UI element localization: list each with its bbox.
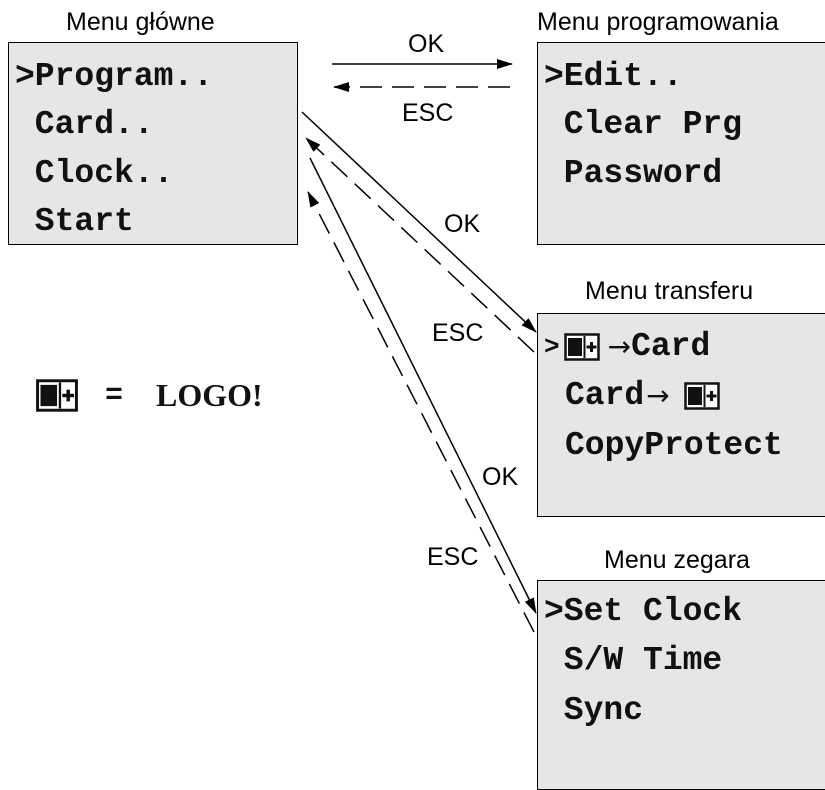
logo-module-icon (36, 379, 78, 412)
clock-menu-item-sync: Sync (544, 692, 644, 729)
transfer-menu-title: Menu transferu (585, 277, 754, 305)
main-menu-item-program: >Program.. (15, 58, 214, 95)
esc-arrow-transfer (305, 137, 535, 353)
transfer-card-label: Card (565, 377, 645, 414)
selection-cursor: > (544, 331, 560, 362)
main-menu-item-start: Start (15, 203, 134, 240)
transfer-card-label: Card (631, 328, 711, 365)
clock-menu-item-set-clock: >Set Clock (544, 593, 743, 630)
transfer-menu-panel: > → Card Card → CopyProtect (537, 313, 825, 517)
ok-arrow-transfer (301, 111, 537, 333)
clock-menu-item-sw-time: S/W Time (544, 642, 723, 679)
logo-module-icon (683, 381, 720, 410)
right-arrow-icon: → (646, 378, 670, 412)
ok-label-program: OK (408, 30, 445, 58)
main-menu-item-card: Card.. (15, 106, 154, 143)
esc-label-program: ESC (402, 99, 454, 127)
transfer-menu-item-card-to-logo: Card → (565, 379, 720, 412)
clock-menu-panel: >Set Clock S/W Time Sync (537, 580, 825, 790)
transfer-menu-item-logo-to-card: > → Card (544, 330, 710, 363)
program-menu-item-password: Password (544, 155, 723, 192)
clock-menu-title: Menu zegara (604, 546, 750, 574)
ok-label-clock: OK (482, 463, 519, 491)
program-menu-item-clear-prg: Clear Prg (544, 106, 743, 143)
main-menu-panel: >Program.. Card.. Clock.. Start (8, 42, 298, 245)
legend-logo-label: LOGO! (156, 377, 263, 413)
esc-label-clock: ESC (427, 543, 479, 571)
esc-arrow-clock (307, 191, 535, 633)
esc-label-transfer: ESC (432, 319, 484, 347)
ok-arrow-clock (309, 157, 537, 614)
program-menu-item-edit: >Edit.. (544, 58, 683, 95)
program-menu-title: Menu programowania (537, 8, 779, 36)
main-menu-title: Menu główne (66, 8, 215, 36)
ok-label-transfer: OK (444, 210, 481, 238)
legend-equals: = (105, 379, 124, 413)
main-menu-item-clock: Clock.. (15, 155, 174, 192)
logo-module-icon (563, 332, 600, 361)
right-arrow-icon: → (607, 329, 632, 363)
program-menu-panel: >Edit.. Clear Prg Password (537, 42, 825, 245)
transfer-menu-item-copyprotect: CopyProtect (565, 427, 783, 464)
